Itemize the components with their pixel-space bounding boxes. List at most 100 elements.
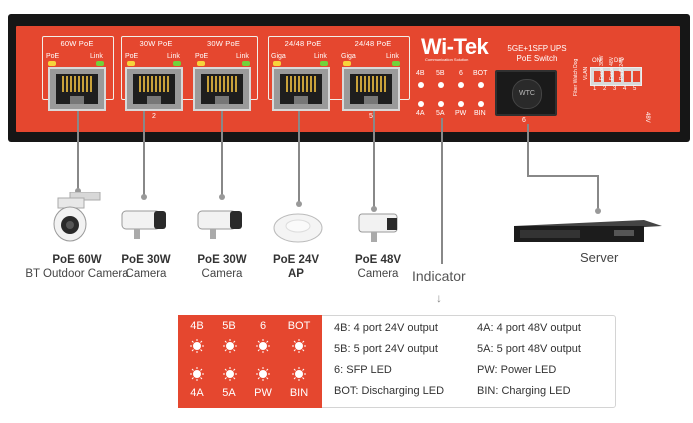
port-2-poe-label: PoE	[125, 53, 139, 60]
dome-camera-icon	[53, 192, 101, 242]
connector-server	[597, 175, 599, 211]
dip-switch-block	[590, 67, 642, 86]
connector-end-1	[75, 188, 81, 194]
device-label-5: PoE 48V Camera	[348, 253, 408, 281]
port-number-2: 2	[152, 113, 156, 120]
connector-port-1	[77, 111, 79, 191]
dip-switch-4	[624, 71, 631, 82]
sfp-label: WTC	[512, 79, 542, 109]
bullet-camera-icon-2	[197, 210, 242, 239]
port-1-link-label: Link	[90, 53, 103, 60]
legend-row-4-right: BIN: Charging LED	[477, 385, 571, 397]
dip-number-2: 2	[603, 86, 607, 92]
indicator-5b-led	[438, 82, 444, 88]
dip-switch-5	[633, 71, 640, 82]
model-line-1: 5GE+1SFP UPS	[507, 44, 567, 53]
ethernet-port-1	[48, 67, 106, 111]
dip-right-label: 48V	[644, 112, 650, 123]
legend-row-1-left: 4B: 4 port 24V output	[334, 322, 438, 334]
indicator-bin-led	[478, 101, 484, 107]
legend-row-2-left: 5B: 5 port 24V output	[334, 343, 438, 355]
ethernet-port-5	[342, 67, 400, 111]
device-1-desc: BT Outdoor Camera	[25, 268, 129, 280]
ethernet-port-2	[125, 67, 183, 111]
indicator-5a-label: 5A	[436, 110, 445, 117]
port-5-giga-led	[343, 61, 351, 66]
legend-pw-led-icon	[256, 367, 270, 381]
connector-port-4	[298, 111, 300, 204]
sfp-port: WTC	[495, 70, 557, 116]
dip-number-5: 5	[633, 86, 637, 92]
dip-switch-1	[594, 71, 601, 82]
legend-6-led-icon	[256, 339, 270, 353]
port-1-poe-label: PoE	[46, 53, 60, 60]
dip-switch-3	[614, 71, 621, 82]
indicator-4b-label: 4B	[416, 70, 425, 77]
device-3-name: PoE 30W	[197, 254, 247, 266]
logo-tagline: Communication Solution	[425, 57, 469, 62]
connector-end-4	[296, 201, 302, 207]
indicator-4b-led	[418, 82, 424, 88]
port-1-link-led	[96, 61, 104, 66]
port-group-2-3	[121, 36, 258, 100]
device-4-desc: AP	[288, 268, 304, 280]
dip-label-force-30w: Force 30W	[599, 55, 605, 80]
dip-switch-2	[604, 71, 611, 82]
port-1-power-label: 60W PoE	[60, 39, 94, 48]
device-2-name: PoE 30W	[121, 254, 171, 266]
dip-number-4: 4	[623, 86, 627, 92]
device-3-desc: Camera	[201, 268, 243, 280]
dip-number-1: 1	[593, 86, 597, 92]
port-2-link-label: Link	[167, 53, 180, 60]
legend-bot-label: BOT	[287, 320, 311, 332]
legend-bin-led-icon	[292, 367, 306, 381]
legend-row-1-right: 4A: 4 port 48V output	[477, 322, 581, 334]
legend-pw-label: PW	[254, 387, 272, 399]
legend-4b-label: 4B	[190, 320, 204, 332]
legend-row-4-left: BOT: Discharging LED	[334, 385, 445, 397]
witek-logo: Wi-Tek	[421, 34, 489, 59]
port-3-poe-label: PoE	[195, 53, 209, 60]
port-4-link-label: Link	[314, 53, 327, 60]
dip-label-fiber-watchdog: Fiber Watch Dog	[573, 58, 579, 96]
port-3-link-led	[242, 61, 250, 66]
port-4-giga-led	[273, 61, 281, 66]
ethernet-port-3	[193, 67, 251, 111]
indicator-bot-led	[478, 82, 484, 88]
port-5-giga-label: Giga	[341, 53, 356, 60]
legend-5b-label: 5B	[222, 320, 236, 332]
legend-bin-label: BIN	[289, 387, 309, 399]
dip-label-port5-24v: Port5 24V	[619, 57, 625, 80]
legend-4a-label: 4A	[190, 387, 204, 399]
ethernet-port-4	[272, 67, 330, 111]
model-name: 5GE+1SFP UPS PoE Switch	[497, 44, 577, 64]
indicator-pw-label: PW	[455, 110, 467, 117]
port-2-poe-led	[127, 61, 135, 66]
device-4-name: PoE 24V	[272, 254, 320, 266]
dip-number-3: 3	[613, 86, 617, 92]
indicator-6-led	[458, 82, 464, 88]
connector-end-5	[371, 206, 377, 212]
indicator-6-label: 6	[459, 70, 463, 77]
indicator-5b-label: 5B	[436, 70, 445, 77]
port-4-link-led	[320, 61, 328, 66]
legend-bot-led-icon	[292, 339, 306, 353]
indicator-bin-label: BIN	[474, 110, 486, 117]
port-3-poe-led	[197, 61, 205, 66]
indicator-4a-label: 4A	[416, 110, 425, 117]
port-number-5: 5	[369, 113, 373, 120]
device-2-desc: Camera	[125, 268, 167, 280]
legend-4b-led-icon	[190, 339, 204, 353]
indicator-pw-led	[458, 101, 464, 107]
port-5-link-led	[392, 61, 400, 66]
port-3-power-label: 30W PoE	[206, 39, 241, 48]
device-1-name: PoE 60W	[52, 254, 102, 266]
device-label-1: PoE 60W BT Outdoor Camera	[2, 253, 152, 281]
device-5-desc: Camera	[357, 268, 399, 280]
port-3-link-label: Link	[236, 53, 249, 60]
box-camera-icon	[358, 213, 398, 242]
indicator-4a-led	[418, 101, 424, 107]
legend-5a-led-icon	[223, 367, 237, 381]
device-label-2: PoE 30W Camera	[116, 253, 176, 281]
port-4-power-label: 24/48 PoE	[284, 39, 322, 48]
